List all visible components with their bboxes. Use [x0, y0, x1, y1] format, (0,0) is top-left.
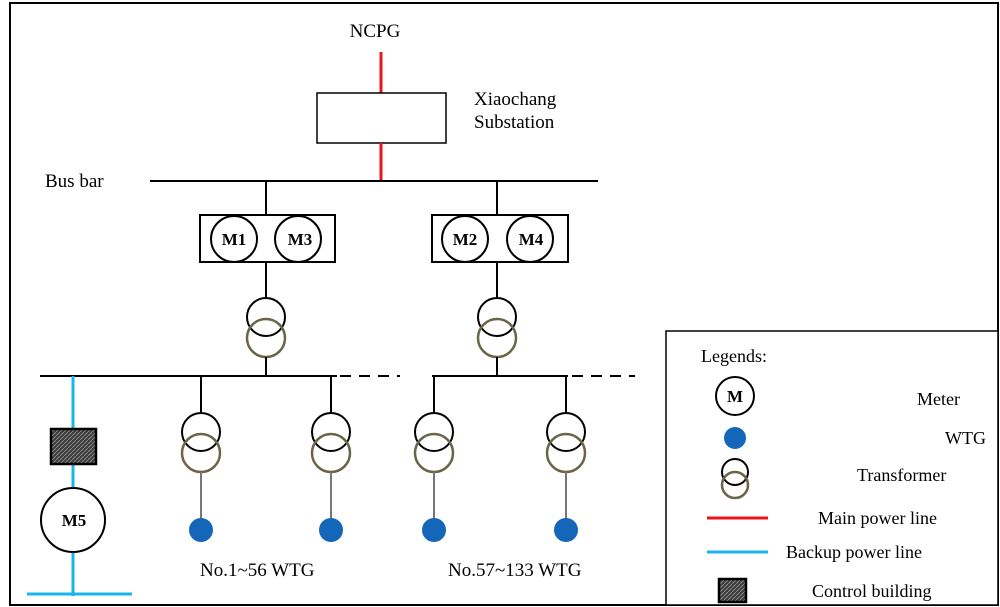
transformer-wtg-57	[414, 412, 454, 452]
legend-backup-line-label: Backup power line	[786, 542, 922, 562]
meter-m4-symbol	[506, 215, 554, 263]
meter-m2-symbol	[441, 215, 489, 263]
legend-meter-symbol-label: M	[727, 387, 743, 406]
wtg-dot	[422, 518, 446, 542]
grid-label: NCPG	[350, 21, 401, 42]
wtg-dot	[554, 518, 578, 542]
wtg-dot	[189, 518, 213, 542]
bus-bar-label: Bus bar	[45, 171, 104, 192]
meter-m2-label: M2	[453, 230, 478, 249]
legend-title: Legends:	[701, 346, 767, 366]
meter-m3-label: M3	[288, 230, 313, 249]
diagram-frame	[9, 2, 999, 606]
transformer-wtg-56	[311, 412, 351, 452]
wtg-dot	[319, 518, 343, 542]
legend-box	[665, 330, 999, 606]
meter-m1-label: M1	[222, 230, 247, 249]
substation-label-line1: Xiaochang	[474, 89, 557, 110]
legend-transformer-symbol	[720, 458, 750, 500]
legend-wtg-label: WTG	[945, 428, 986, 448]
wtg-branch-133	[545, 376, 587, 542]
meter-m4-label: M4	[519, 230, 544, 249]
legend-control-building-label: Control building	[812, 581, 932, 601]
transformer-main-right	[476, 297, 518, 359]
control-building-symbol	[49, 427, 98, 466]
meter-m5-label: M5	[62, 511, 87, 530]
transformer-main-left	[245, 297, 287, 359]
meter-m1-symbol	[210, 215, 258, 263]
wtg-branch-57	[413, 376, 455, 542]
legend: Legends: M Meter WTG Transformer Main po…	[665, 330, 999, 606]
wtg-branch-1	[180, 376, 222, 542]
legend-control-building-symbol	[717, 577, 748, 604]
legend-wtg-symbol	[724, 427, 746, 449]
meter-m3-symbol	[274, 215, 322, 263]
legend-main-line-label: Main power line	[818, 508, 937, 528]
wtg-group-1-label: No.1~56 WTG	[200, 560, 315, 581]
legend-meter-symbol	[715, 376, 755, 416]
substation-label-line2: Substation	[474, 112, 555, 133]
wtg-group-2-label: No.57~133 WTG	[448, 560, 582, 581]
legend-meter-label: Meter	[917, 389, 960, 409]
substation-box	[316, 92, 447, 144]
legend-transformer-label: Transformer	[857, 465, 946, 485]
transformer-wtg-133	[546, 412, 586, 452]
wtg-branch-56	[310, 376, 352, 542]
meter-m5-symbol	[40, 487, 106, 553]
transformer-wtg-1	[181, 412, 221, 452]
